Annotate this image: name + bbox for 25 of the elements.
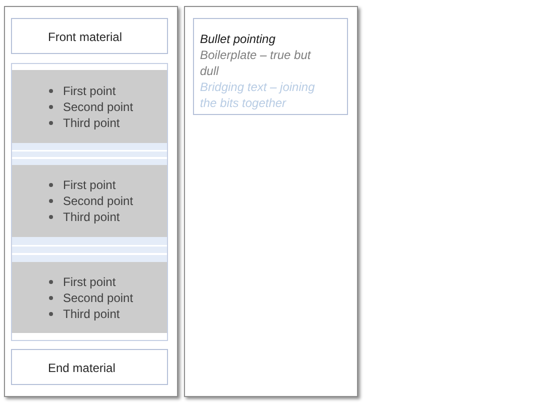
page-panel bbox=[4, 6, 178, 397]
list-item: Second point bbox=[63, 193, 134, 209]
list-item: First point bbox=[63, 82, 116, 98]
key-text: Bridging text – joining the bits together bbox=[200, 79, 316, 111]
page-panel bbox=[184, 6, 358, 397]
list-item: Second point bbox=[63, 290, 134, 306]
key-text: Boilerplate – true but dull bbox=[200, 47, 312, 79]
list-item: Third point bbox=[63, 114, 120, 130]
section-label: Front material bbox=[48, 29, 122, 45]
content-block bbox=[12, 165, 167, 237]
key-box bbox=[193, 18, 348, 115]
section-box bbox=[11, 349, 168, 385]
list-item: Third point bbox=[63, 306, 120, 322]
list-item: First point bbox=[63, 177, 116, 193]
list-item: First point bbox=[63, 274, 116, 290]
list-item: Third point bbox=[63, 209, 120, 225]
section-box bbox=[11, 18, 168, 54]
key-text: Bullet pointing bbox=[200, 31, 276, 47]
list-item: Second point bbox=[63, 98, 134, 114]
body-frame bbox=[11, 63, 168, 341]
bridging-band bbox=[12, 143, 167, 165]
bridging-band bbox=[12, 237, 167, 262]
content-block bbox=[12, 70, 167, 143]
content-block bbox=[12, 262, 167, 333]
section-label: End material bbox=[48, 360, 116, 376]
